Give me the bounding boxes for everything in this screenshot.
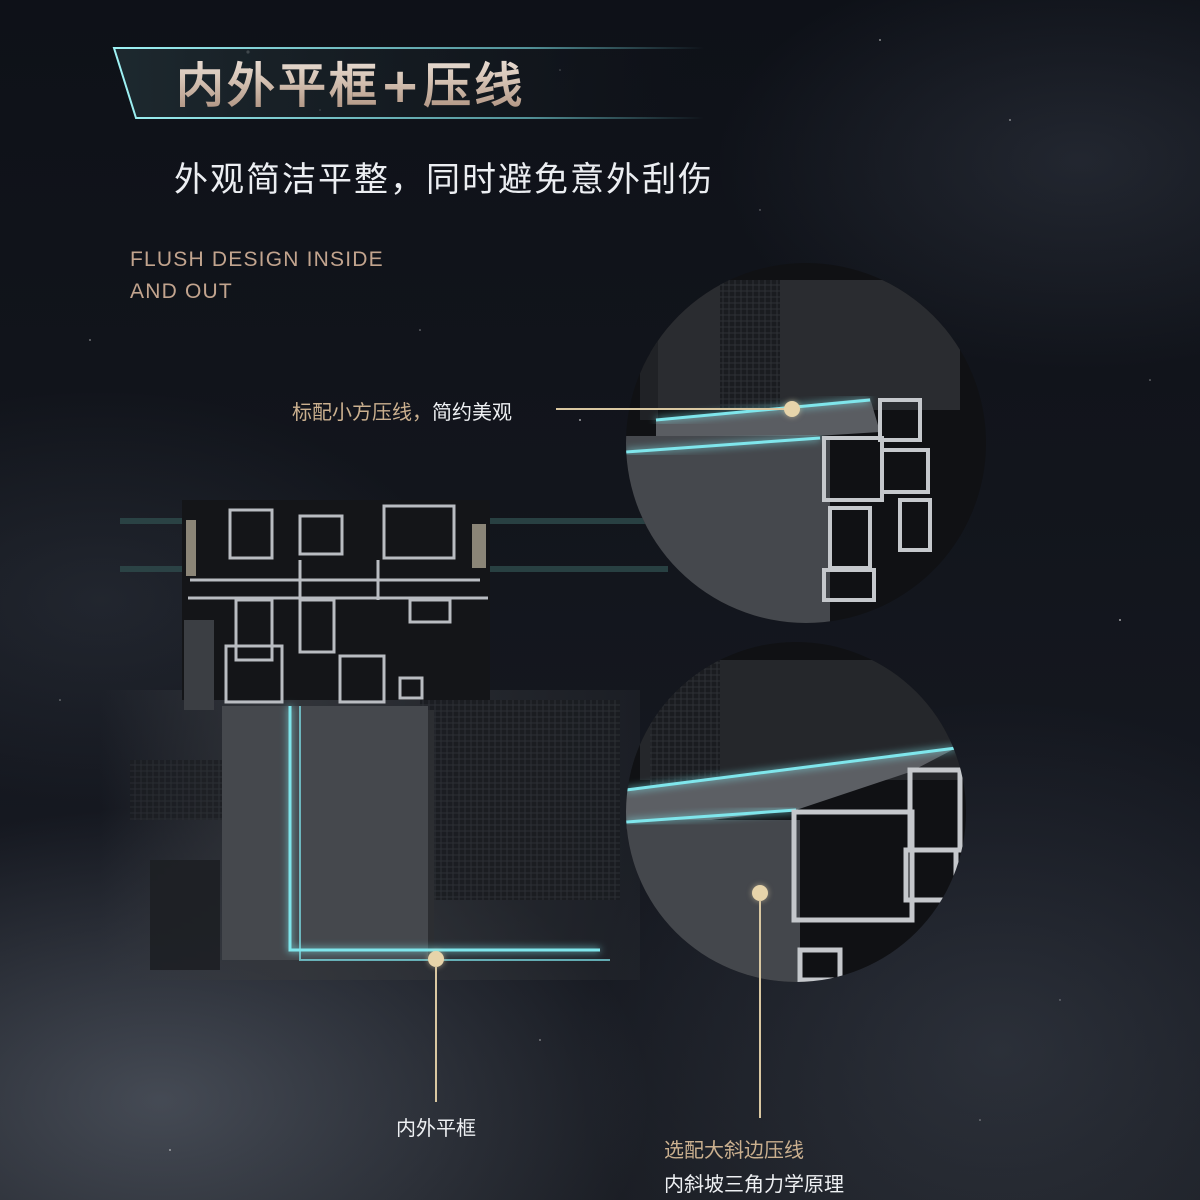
- callout-bevel-bead-line1: 选配大斜边压线: [664, 1138, 804, 1162]
- flush-frame-glow: [288, 706, 600, 952]
- callout-standard-bead-white: 简约美观: [432, 400, 512, 424]
- callout-standard-bead: 标配小方压线，简约美观: [292, 396, 512, 425]
- zoom-detail-bevel-bead: [626, 642, 966, 982]
- english-tagline: FLUSH DESIGN INSIDE AND OUT: [130, 244, 384, 308]
- callout-standard-bead-dot: [784, 401, 800, 417]
- callout-bevel-bead-line2: 内斜坡三角力学原理: [664, 1172, 844, 1196]
- page-title: 内外平框+压线: [176, 46, 525, 116]
- callout-bevel-bead-dot: [752, 885, 768, 901]
- english-tagline-line2: AND OUT: [130, 280, 233, 303]
- page-subtitle: 外观简洁平整，同时避免意外刮伤: [174, 160, 714, 200]
- callout-bevel-bead-line: [759, 900, 761, 1118]
- callout-standard-bead-line: [556, 408, 786, 410]
- callout-flush-frame-dot: [428, 951, 444, 967]
- zoom-detail-small-bead: [626, 263, 986, 623]
- callout-flush-frame-line: [435, 966, 437, 1102]
- callout-flush-frame-label: 内外平框: [396, 1116, 476, 1140]
- callout-standard-bead-gold: 标配小方压线，: [292, 400, 432, 424]
- title-panel: 内外平框+压线: [108, 38, 708, 120]
- title-frame-graphic: [112, 47, 704, 119]
- english-tagline-line1: FLUSH DESIGN INSIDE: [130, 248, 384, 271]
